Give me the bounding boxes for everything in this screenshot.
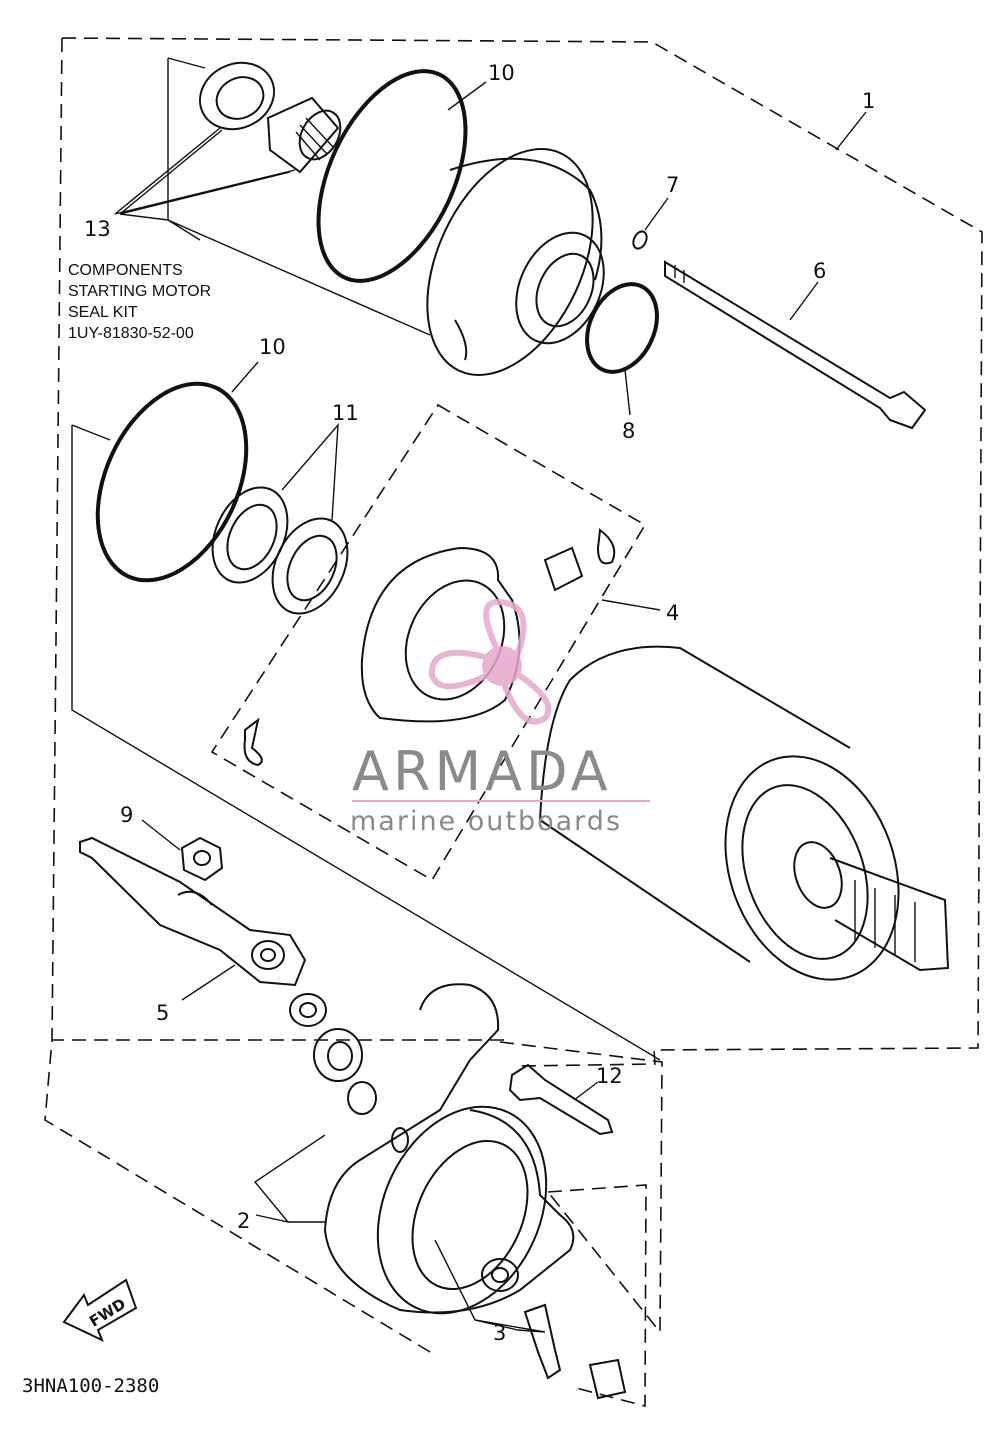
kit-note-line2: STARTING MOTOR — [68, 283, 211, 300]
brand-tagline: marine outboards — [350, 806, 622, 837]
leader-10-upper — [447, 81, 487, 111]
leader-1 — [835, 111, 867, 151]
washers-11 — [211, 486, 349, 615]
leader-12 — [573, 1081, 599, 1101]
lead-wire-5 — [79, 836, 307, 987]
nut-9 — [180, 836, 224, 882]
washer-7 — [632, 230, 648, 250]
callout-2: 2 — [237, 1209, 250, 1233]
diagram-code: 3HNA100-2380 — [22, 1375, 159, 1397]
o-ring-10-upper — [316, 69, 468, 283]
callout-13: 13 — [84, 217, 111, 241]
leader-10-lower — [231, 361, 259, 393]
callout-9: 9 — [120, 803, 133, 827]
kit-leader-lines — [71, 57, 661, 1061]
leader-7 — [644, 197, 669, 231]
leader-6 — [789, 281, 819, 321]
bolt-12 — [508, 1063, 614, 1136]
leader-13 — [114, 127, 296, 215]
propeller-logo-icon — [428, 599, 552, 725]
callout-10-lower: 10 — [259, 335, 286, 359]
callout-1: 1 — [862, 89, 875, 113]
callout-5: 5 — [156, 1001, 169, 1025]
assembly-outline-1 — [44, 37, 983, 1353]
oil-seal-13 — [199, 61, 275, 131]
leader-8 — [624, 369, 631, 416]
brand-name: ARMADA — [352, 740, 612, 803]
through-bolt-6 — [664, 260, 927, 430]
rear-cover-2 — [323, 983, 575, 1315]
brush-group-outline-4 — [210, 403, 647, 882]
leader-3 — [434, 1239, 546, 1333]
callout-7: 7 — [666, 173, 679, 197]
callout-12: 12 — [596, 1064, 623, 1088]
callout-11: 11 — [332, 401, 359, 425]
o-ring-8 — [585, 282, 659, 374]
kit-note-line4: 1UY-81830-52-00 — [68, 325, 194, 342]
callout-6: 6 — [813, 259, 826, 283]
leader-11 — [281, 422, 339, 521]
leader-2 — [253, 1134, 326, 1224]
needle-bearing-13 — [266, 96, 342, 174]
front-cover — [426, 148, 605, 376]
kit-note-line3: SEAL KIT — [68, 304, 138, 321]
brush-plate-4 — [243, 528, 616, 767]
rear-cover-group-outline — [499, 1041, 663, 1408]
callout-4: 4 — [666, 601, 679, 625]
leader-5 — [181, 964, 236, 1001]
callout-8: 8 — [622, 419, 635, 443]
o-ring-10-lower — [95, 381, 249, 583]
leader-4 — [601, 599, 661, 611]
brush-3 — [523, 1303, 627, 1400]
forward-arrow-icon: FWD — [62, 1278, 138, 1342]
callout-10-upper: 10 — [488, 61, 515, 85]
nut-washers-set — [289, 993, 377, 1115]
motor-yoke — [539, 645, 950, 981]
kit-note-line1: COMPONENTS — [68, 262, 183, 279]
callout-3: 3 — [493, 1321, 506, 1345]
leader-9 — [141, 819, 181, 851]
